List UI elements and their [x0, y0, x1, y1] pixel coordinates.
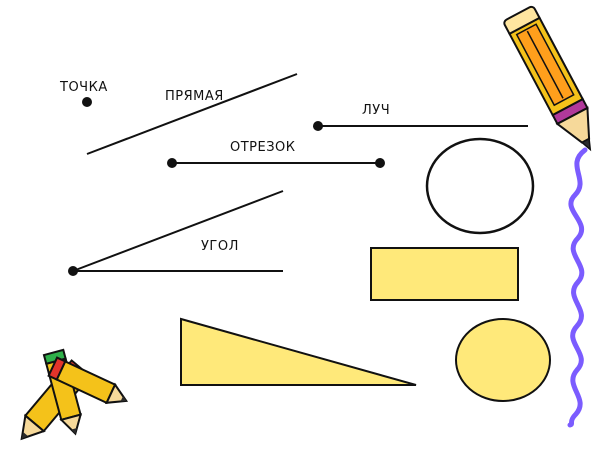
rectangle-shape: [370, 247, 519, 301]
squiggle-line-icon: [567, 147, 588, 428]
ray-label: ЛУЧ: [362, 103, 391, 118]
circle-outline-shape: [425, 137, 535, 235]
filled-circle-shape: [455, 318, 551, 402]
line-shape: [86, 73, 298, 155]
triangle-shape: [180, 317, 417, 386]
segment-label: ОТРЕЗОК: [230, 140, 296, 155]
pencil-icon: [503, 5, 592, 152]
pencil-bundle-icon: [20, 348, 129, 441]
point-label: ТОЧКА: [60, 80, 108, 95]
point-dot: [82, 97, 92, 107]
angle-ray-upper: [72, 190, 284, 272]
angle-label: УГОЛ: [201, 239, 239, 254]
line-label: ПРЯМАЯ: [165, 89, 224, 104]
